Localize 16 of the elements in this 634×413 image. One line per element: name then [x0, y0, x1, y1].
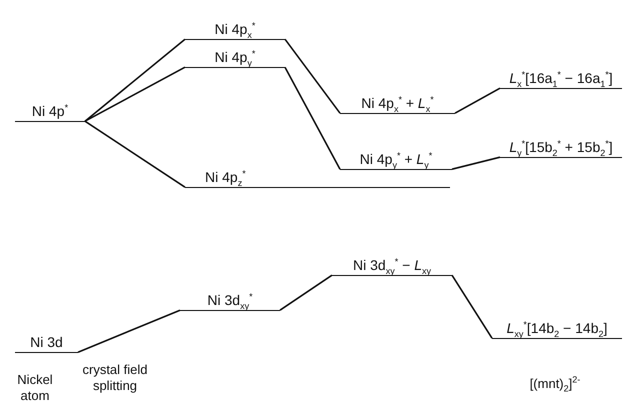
connector-line: [284, 38, 341, 114]
caption-text: [(mnt)$_{2}$]$^{2-}$: [528, 376, 582, 392]
connector-line: [84, 66, 186, 122]
level-label: Ni 4p$^{*}$: [32, 103, 68, 119]
connector-line: [452, 156, 500, 170]
connector-line: [284, 66, 341, 170]
level-label: L$_{x}$$^{*}$[16a$_{1}$$^{*}$ − 16a$_{1}$$^{*}$]: [509, 70, 613, 86]
connector-line: [78, 309, 180, 353]
connector-line: [280, 274, 332, 311]
caption-text: crystal field splitting: [81, 362, 149, 394]
connector-line: [84, 38, 186, 122]
connector-line: [454, 88, 500, 114]
caption-text: Nickel atom: [16, 372, 54, 404]
connector-line: [84, 120, 186, 188]
level-label: Ni 3d: [30, 334, 63, 350]
connector-line: [451, 274, 493, 339]
